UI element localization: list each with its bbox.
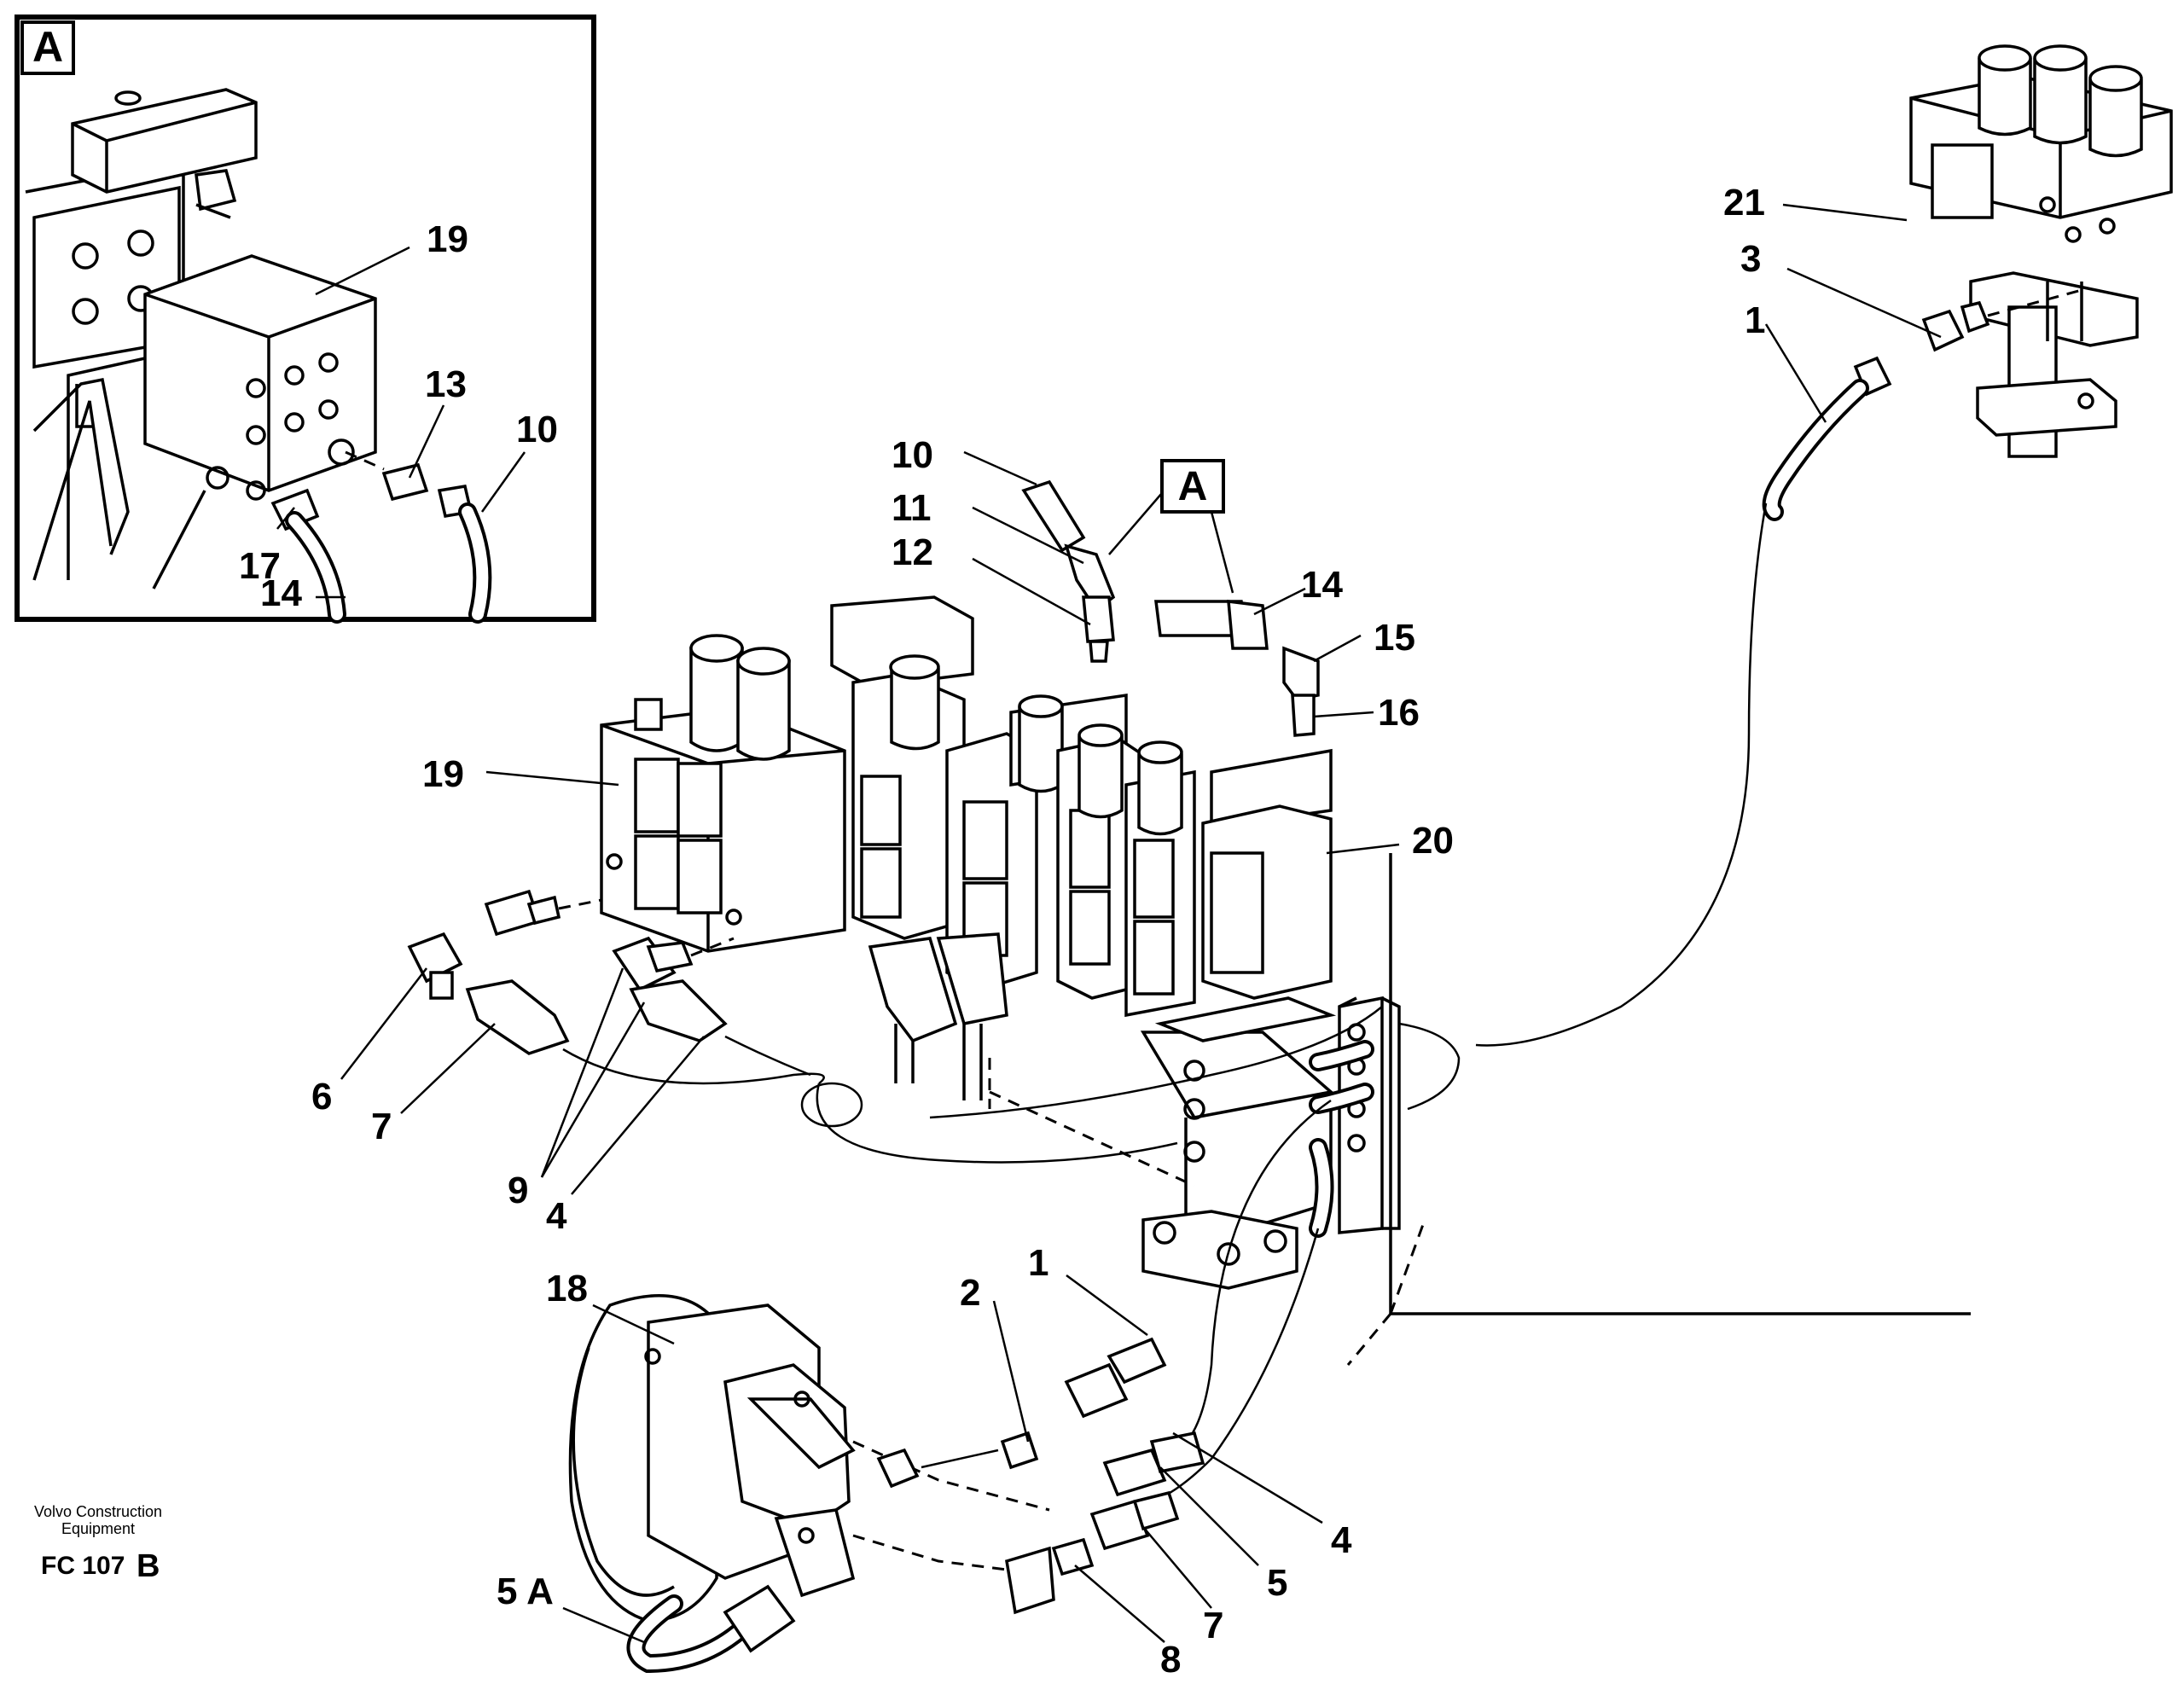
callout-10: 10 [892, 434, 933, 476]
callout-7: 7 [371, 1106, 392, 1147]
callout-19-inset: 19 [427, 218, 468, 260]
figure-letter: B [136, 1548, 160, 1584]
figure-footer: Volvo Construction Equipment FC 107 B [34, 1503, 162, 1584]
hose-1-top: 21 3 1 [1475, 182, 2082, 1047]
company-line-1: Volvo Construction [34, 1503, 162, 1520]
company-line-2: Equipment [61, 1520, 135, 1537]
callout-14-inset: 14 [260, 572, 302, 614]
callout-8: 8 [1160, 1639, 1181, 1681]
callout-1-bottom: 1 [1028, 1242, 1048, 1284]
callout-15: 15 [1374, 617, 1415, 659]
callout-21: 21 [1723, 182, 1765, 224]
bottom-fittings: 2 1 4 5 7 8 [876, 1242, 1352, 1681]
detail-inset-a: A 19 [15, 15, 596, 624]
callout-2: 2 [960, 1272, 980, 1314]
callout-12: 12 [892, 531, 933, 573]
main-valve-bank [600, 595, 1971, 1366]
callout-17-inset: 17 [239, 545, 281, 587]
upper-fittings: 10 11 12 14 15 16 [892, 434, 1420, 737]
pump-18: 18 5 A [497, 1268, 1050, 1674]
callout-9: 9 [508, 1170, 528, 1211]
pilot-valve-21 [1909, 44, 2173, 458]
callout-7-bottom: 7 [1203, 1605, 1223, 1646]
view-marker-a: A [1108, 459, 1234, 594]
callout-13-inset: 13 [425, 363, 467, 405]
callout-5: 5 [1267, 1562, 1287, 1604]
view-marker-a-label: A [1178, 464, 1208, 509]
callout-4: 4 [546, 1195, 567, 1237]
callout-5a: 5 A [497, 1571, 554, 1612]
left-fittings: 19 20 6 7 9 4 [311, 753, 1454, 1237]
callout-18: 18 [546, 1268, 588, 1309]
callout-11: 11 [892, 487, 932, 529]
callout-1-top: 1 [1745, 299, 1765, 341]
figure-code: FC 107 [41, 1552, 125, 1580]
callout-3: 3 [1740, 238, 1761, 280]
bank-hoses [816, 1006, 1461, 1503]
callout-16: 16 [1378, 692, 1420, 734]
callout-4-bottom: 4 [1331, 1519, 1352, 1561]
callout-10-inset: 10 [516, 409, 558, 450]
callout-6: 6 [311, 1076, 332, 1118]
callout-19: 19 [422, 753, 464, 795]
inset-marker-a: A [32, 23, 63, 71]
callout-20: 20 [1412, 820, 1454, 862]
callout-14: 14 [1301, 564, 1343, 606]
